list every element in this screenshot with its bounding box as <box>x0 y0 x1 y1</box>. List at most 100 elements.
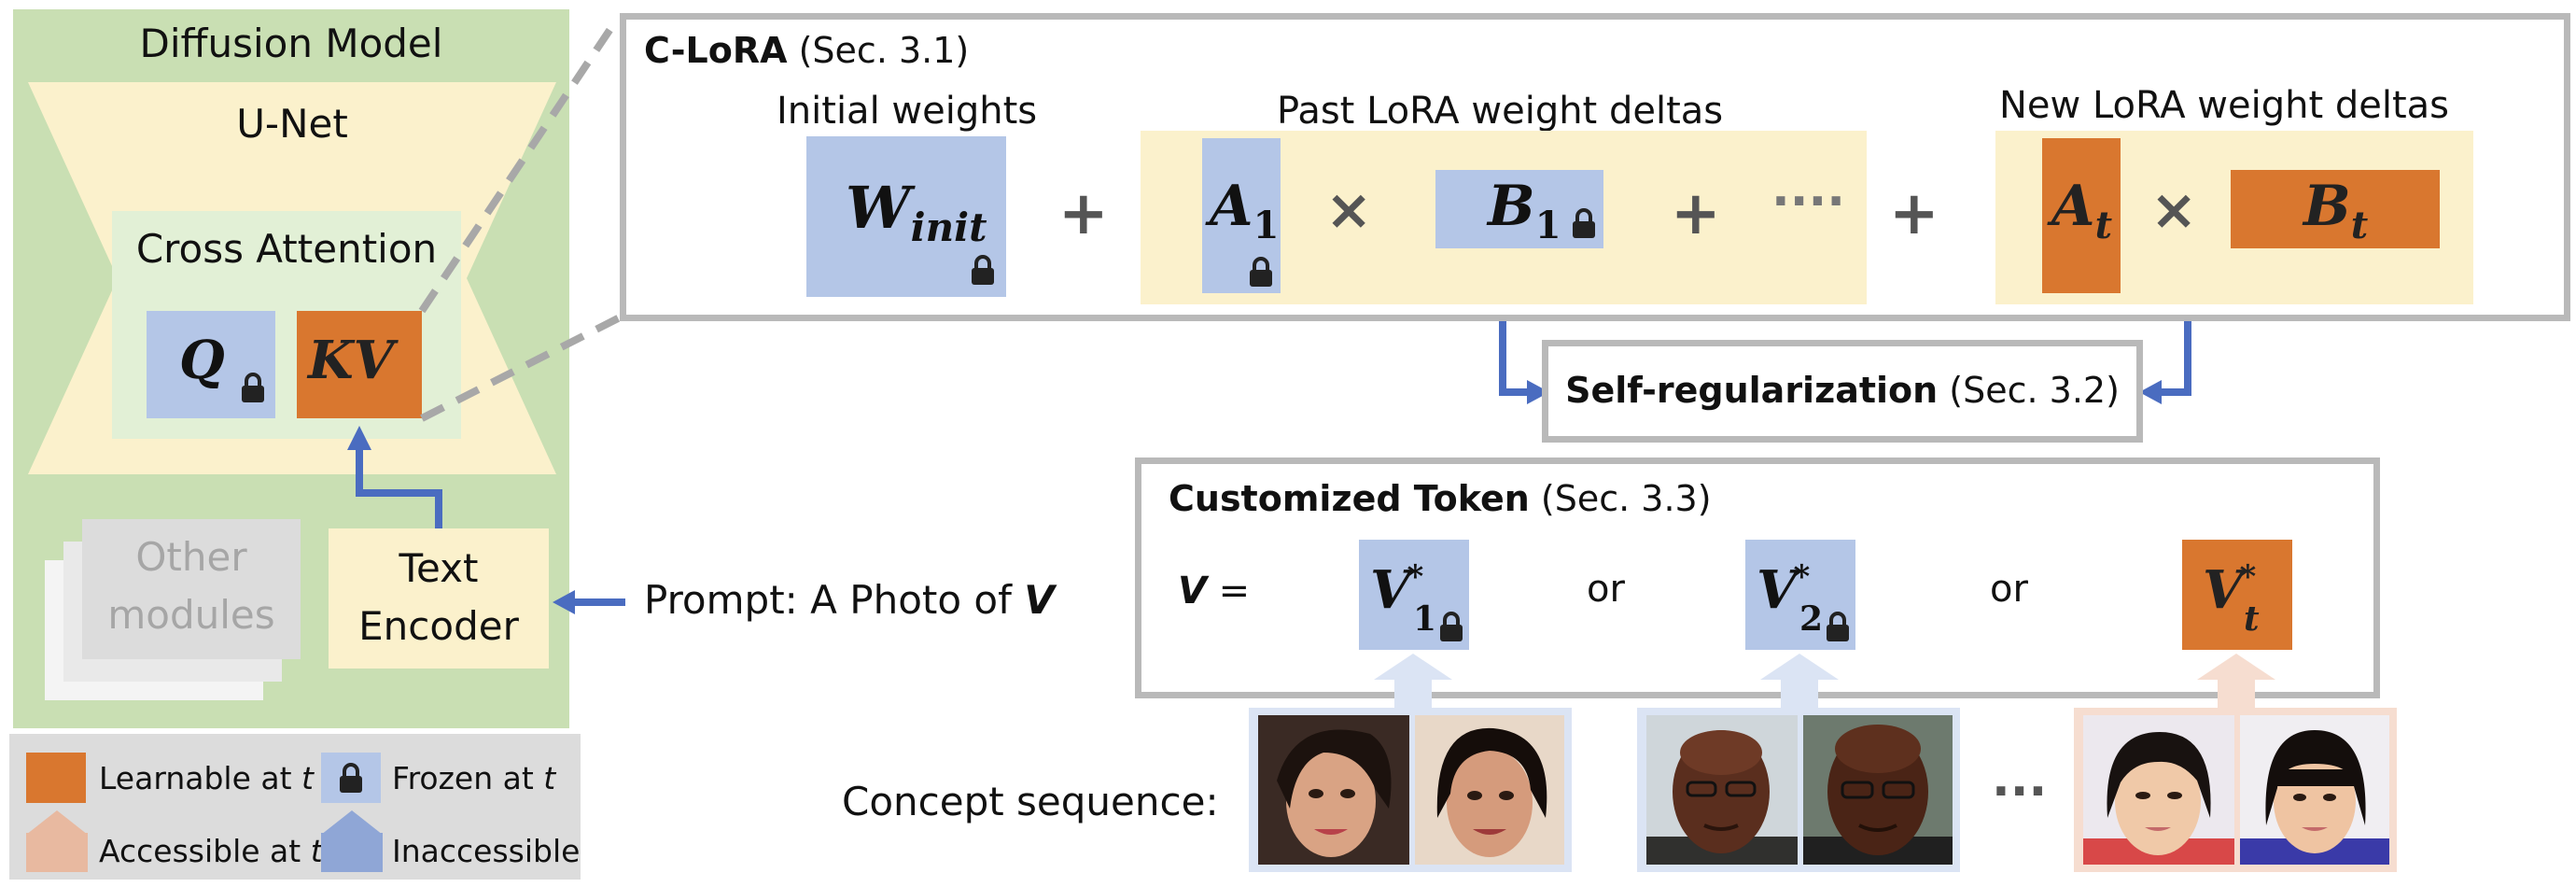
legend-frozen-text: Frozen at t <box>392 760 555 796</box>
a1-lock-icon <box>1250 257 1272 287</box>
legend-frozen-t: t <box>543 760 556 796</box>
legend-inaccessible-arrow-icon <box>321 810 383 872</box>
legend-panel <box>9 734 581 880</box>
token-sec: (Sec. 3.3) <box>1529 478 1712 519</box>
clora-title: C-LoRA <box>644 30 788 71</box>
v2-lock-icon <box>1827 612 1849 641</box>
v1-star: * <box>1407 558 1424 596</box>
v1-lock-icon <box>1440 612 1463 641</box>
w-init-lock-icon <box>972 255 994 285</box>
self-regularization-box <box>1542 340 2143 443</box>
bt-main: B <box>2303 174 2351 239</box>
legend-frozen-label: Frozen at <box>392 760 544 796</box>
v1-token-label: V* <box>1370 558 1423 621</box>
customized-token-heading: Customized Token (Sec. 3.3) <box>1169 478 1712 519</box>
selfreg-sec: (Sec. 3.2) <box>1938 370 2120 411</box>
concept-arrow-1 <box>1374 654 1452 711</box>
b1-main: B <box>1488 174 1535 239</box>
a1-sub: 1 <box>1253 204 1280 247</box>
legend-learnable-swatch <box>26 753 86 803</box>
at-block <box>2042 138 2121 293</box>
cross-attention-label: Cross Attention <box>135 226 438 272</box>
prompt-prefix: Prompt: A Photo of <box>644 577 1025 623</box>
prompt-var: V <box>1024 577 1055 623</box>
bt-sub: t <box>2350 204 2369 247</box>
concept-1-photo-b <box>1415 715 1564 865</box>
vt-token-label: V* <box>2203 558 2256 621</box>
token-v-equals: V = <box>1178 570 1250 612</box>
a1-label: A1 <box>1210 174 1279 247</box>
legend-accessible-arrow-icon <box>26 810 88 872</box>
w-main: W <box>846 174 911 242</box>
legend-accessible-label: Accessible at <box>99 833 311 869</box>
times-1: × <box>1325 177 1373 243</box>
at-main: A <box>2051 174 2095 239</box>
vt-sub: t <box>2244 599 2260 639</box>
b1-label: B1 <box>1488 174 1561 247</box>
times-2: × <box>2150 177 2198 243</box>
token-title: Customized Token <box>1169 478 1530 519</box>
encoder-to-kv-arrow <box>356 446 442 528</box>
concepts-ellipsis: ··· <box>1992 764 2048 820</box>
legend-learnable-text: Learnable at t <box>99 760 314 796</box>
past-deltas-label: Past LoRA weight deltas <box>1277 90 1724 133</box>
concept-arrow-3 <box>2197 654 2275 711</box>
zoom-line-top <box>418 18 620 314</box>
text-encoder-line2: Encoder <box>358 603 519 649</box>
self-regularization-text: Self-regularization (Sec. 3.2) <box>1542 370 2143 411</box>
legend-lock-icon <box>340 763 362 793</box>
w-sub: init <box>910 204 987 250</box>
concept-t-photo-b <box>2240 715 2389 865</box>
at-sub: t <box>2094 204 2113 247</box>
legend-learnable-t: t <box>301 760 314 796</box>
v1-main: V <box>1370 559 1411 621</box>
selfreg-title: Self-regularization <box>1565 370 1939 411</box>
concept-t-photo-a <box>2083 715 2234 865</box>
vt-main: V <box>2203 559 2244 621</box>
unet-label: U-Net <box>236 101 348 147</box>
b1-sub: 1 <box>1534 204 1561 247</box>
legend-accessible-text: Accessible at t <box>99 833 323 869</box>
bt-block <box>2231 170 2440 248</box>
vt-star: * <box>2239 558 2257 596</box>
v2-token-label: V* <box>1757 558 1810 621</box>
kv-label: KV <box>308 330 395 391</box>
past-to-selfreg-arrow <box>1499 304 1531 396</box>
a1-main: A <box>1210 174 1253 239</box>
at-label: At <box>2051 174 2112 247</box>
legend-inaccessible-text: Inaccessible <box>392 833 581 869</box>
clora-heading: C-LoRA (Sec. 3.1) <box>644 30 969 71</box>
bt-label: Bt <box>2303 174 2368 247</box>
v2-sub: 2 <box>1799 599 1824 639</box>
other-modules-line1: Other <box>135 534 247 580</box>
plus-2: + <box>1671 179 1721 248</box>
text-encoder-line1: Text <box>399 545 479 591</box>
clora-sec: (Sec. 3.1) <box>787 30 970 71</box>
other-modules-front <box>82 519 301 659</box>
v1-sub: 1 <box>1413 599 1437 639</box>
concept-2-photo-b <box>1803 715 1953 865</box>
or-2: or <box>1990 568 2028 611</box>
concept-1-photo-a <box>1258 715 1409 865</box>
new-deltas-label: New LoRA weight deltas <box>1999 84 2449 127</box>
v2-star: * <box>1793 558 1811 596</box>
legend-learnable-label: Learnable at <box>99 760 302 796</box>
plus-1: + <box>1058 179 1109 248</box>
past-ellipsis: ···· <box>1771 174 1846 230</box>
v2-main: V <box>1757 559 1798 621</box>
plus-3: + <box>1889 179 1939 248</box>
token-v-label: V <box>1178 570 1207 612</box>
or-1: or <box>1587 568 1625 611</box>
concept-2-photo-a <box>1646 715 1798 865</box>
legend-accessible-t: t <box>310 833 323 869</box>
prompt-text: Prompt: A Photo of V <box>644 577 1055 623</box>
b1-lock-icon <box>1573 208 1595 238</box>
text-encoder-block <box>329 528 549 669</box>
initial-weights-label: Initial weights <box>777 90 1038 133</box>
new-to-selfreg-arrow <box>2158 304 2191 396</box>
w-init-label: Winit <box>846 174 987 250</box>
q-label: Q <box>179 330 225 391</box>
diffusion-model-title: Diffusion Model <box>139 21 443 66</box>
